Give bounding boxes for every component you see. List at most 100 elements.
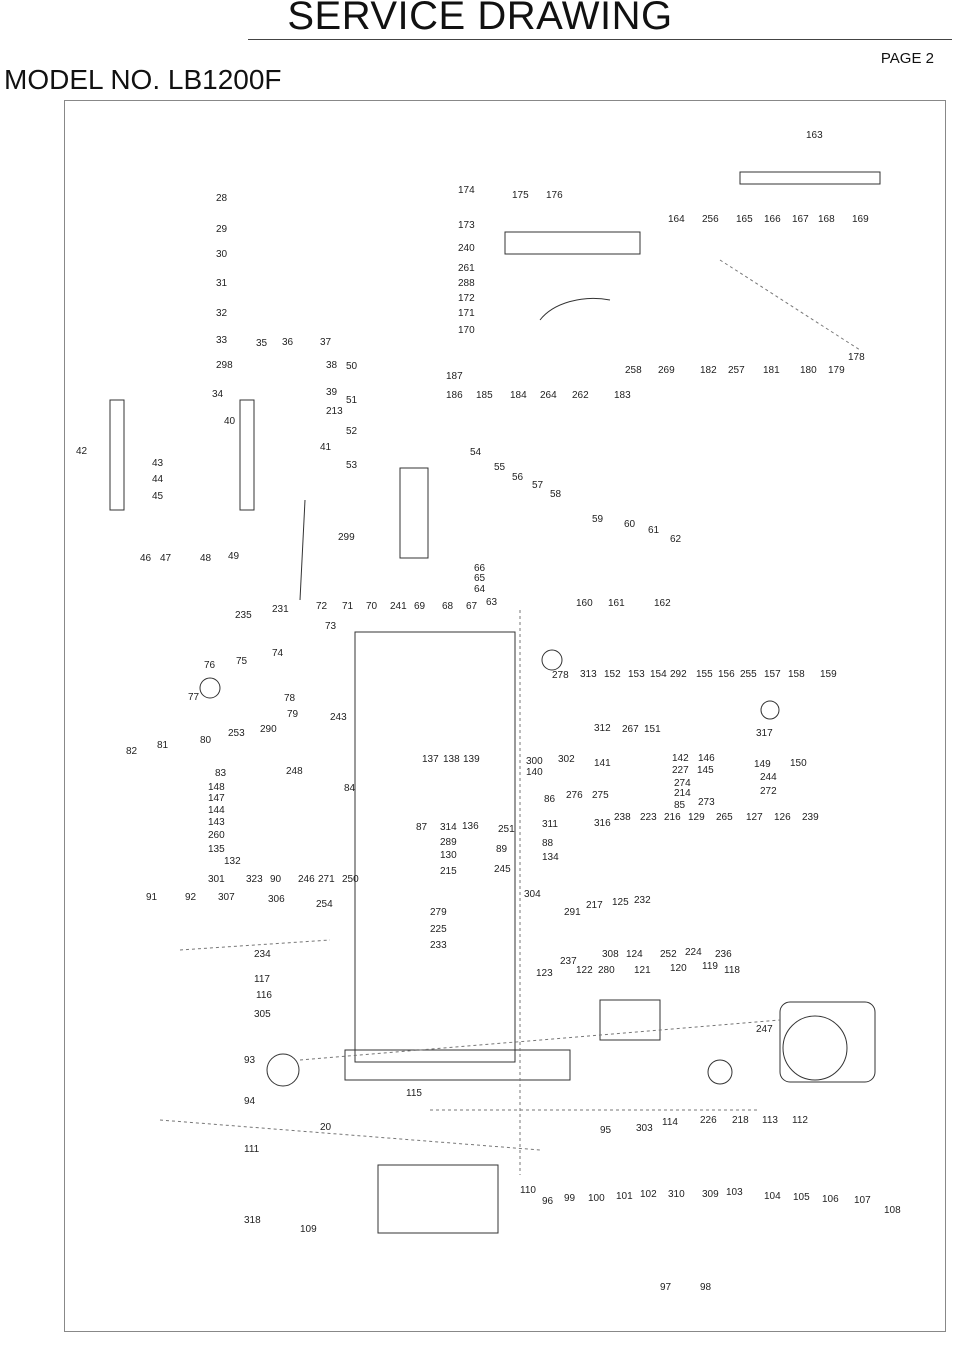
part-label: 175 [512, 190, 529, 201]
part-label: 58 [550, 489, 562, 500]
part-label: 96 [542, 1196, 554, 1207]
part-label: 171 [458, 308, 475, 319]
part-label: 280 [598, 965, 615, 976]
part-label: 81 [157, 740, 169, 751]
part-label: 318 [244, 1215, 261, 1226]
part-label: 75 [236, 656, 248, 667]
part-label: 317 [756, 728, 773, 739]
part-label: 125 [612, 897, 629, 908]
part-label: 70 [366, 601, 378, 612]
part-label: 72 [316, 601, 328, 612]
part-label: 308 [602, 949, 619, 960]
part-label: 299 [338, 532, 355, 543]
part-label: 84 [344, 783, 356, 794]
part-label: 143 [208, 817, 225, 828]
part-label: 231 [272, 604, 289, 615]
part-label: 136 [462, 821, 479, 832]
drawing-frame [64, 100, 946, 1332]
part-label: 164 [668, 214, 685, 225]
part-label: 121 [634, 965, 651, 976]
part-label: 323 [246, 874, 263, 885]
frame-body [354, 631, 516, 1063]
part-label: 257 [728, 365, 745, 376]
part-label: 166 [764, 214, 781, 225]
part-label: 99 [564, 1193, 576, 1204]
part-label: 97 [660, 1282, 672, 1293]
part-label: 138 [443, 754, 460, 765]
part-label: 247 [756, 1024, 773, 1035]
part-label: 135 [208, 844, 225, 855]
part-label: 108 [884, 1205, 901, 1216]
part-label: 29 [216, 224, 228, 235]
part-label: 45 [152, 491, 164, 502]
part-label: 261 [458, 263, 475, 274]
part-label: 68 [442, 601, 454, 612]
part-label: 83 [215, 768, 227, 779]
part-label: 88 [542, 838, 554, 849]
part-label: 52 [346, 426, 358, 437]
part-label: 262 [572, 390, 589, 401]
blade-guard-arc [539, 297, 611, 321]
part-label: 37 [320, 337, 332, 348]
part-label: 307 [218, 892, 235, 903]
knob-left [199, 677, 221, 699]
part-label: 80 [200, 735, 212, 746]
part-label: 33 [216, 335, 228, 346]
part-label: 233 [430, 940, 447, 951]
part-label: 179 [828, 365, 845, 376]
part-label: 102 [640, 1189, 657, 1200]
part-label: 67 [466, 601, 478, 612]
part-label: 104 [764, 1191, 781, 1202]
part-label: 89 [496, 844, 508, 855]
part-label: 227 [672, 765, 689, 776]
part-label: 256 [702, 214, 719, 225]
part-label: 115 [406, 1088, 422, 1099]
leader-lines [159, 259, 861, 1175]
part-label: 60 [624, 519, 636, 530]
part-label: 274 [674, 778, 691, 789]
part-label: 110 [520, 1185, 536, 1196]
part-label: 120 [670, 963, 687, 974]
part-label: 74 [272, 648, 284, 659]
part-label: 260 [208, 830, 225, 841]
part-label: 134 [542, 852, 559, 863]
part-label: 305 [254, 1009, 271, 1020]
part-label: 127 [746, 812, 763, 823]
column-left [109, 399, 125, 511]
part-label: 146 [698, 753, 715, 764]
part-label: 31 [216, 278, 228, 289]
part-label: 309 [702, 1189, 719, 1200]
part-label: 234 [254, 949, 271, 960]
part-label: 95 [600, 1125, 612, 1136]
part-label: 185 [476, 390, 493, 401]
part-label: 157 [764, 669, 781, 680]
part-label: 65 [474, 573, 486, 584]
part-label: 34 [212, 389, 224, 400]
part-label: 20 [320, 1122, 332, 1133]
part-label: 278 [552, 670, 569, 681]
part-label: 153 [628, 669, 645, 680]
part-label: 154 [650, 669, 667, 680]
part-label: 160 [576, 598, 593, 609]
wheel-guard [599, 999, 661, 1041]
part-label: 82 [126, 746, 138, 757]
part-label: 55 [494, 462, 506, 473]
part-label: 240 [458, 243, 475, 254]
part-label: 90 [270, 874, 282, 885]
part-label: 150 [790, 758, 807, 769]
part-label: 126 [774, 812, 791, 823]
part-label: 311 [542, 819, 558, 830]
base-plate [344, 1049, 571, 1081]
header-rule [248, 39, 952, 40]
part-label: 180 [800, 365, 817, 376]
part-label: 101 [616, 1191, 633, 1202]
part-label: 218 [732, 1115, 749, 1126]
part-label: 53 [346, 460, 358, 471]
part-label: 92 [185, 892, 197, 903]
part-label: 251 [498, 824, 515, 835]
part-label: 106 [822, 1194, 839, 1205]
part-label: 148 [208, 782, 225, 793]
part-label: 312 [594, 723, 611, 734]
part-label: 300 [526, 756, 543, 767]
upper-column [399, 467, 429, 559]
